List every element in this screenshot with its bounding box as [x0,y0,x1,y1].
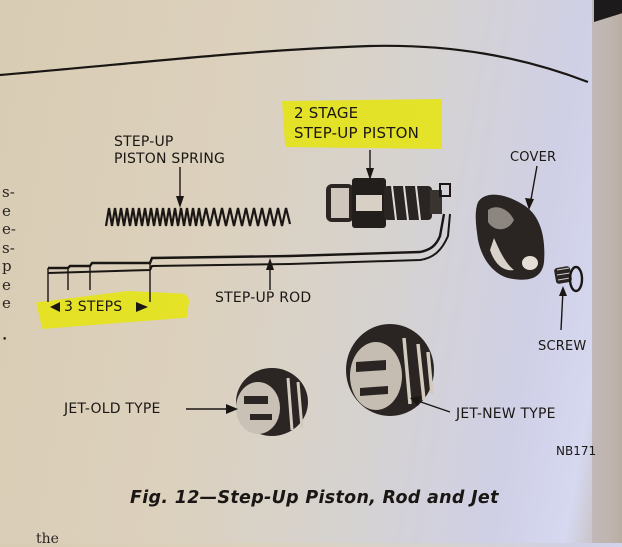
screw-icon [554,265,584,293]
text-fragment: e [2,294,11,312]
spring-icon [104,207,292,227]
jet-old-icon [236,368,308,436]
rod-icon [47,213,451,302]
figure-caption: Fig. 12—Step-Up Piston, Rod and Jet [130,488,499,508]
left-column-text: s- e e- s- p e e • [2,183,18,349]
text-fragment: s- [2,238,15,257]
label-cover: COVER [510,150,557,165]
cover-icon [475,194,545,280]
label-three-steps: 3 STEPS [64,299,123,315]
header-rule [0,44,589,84]
text-fragment: e- [2,220,16,238]
label-step-up-rod: STEP-UP ROD [215,290,312,306]
bottom-text-fragment: the [36,531,59,547]
page-edge [592,0,622,543]
piston-icon [326,178,451,228]
text-fragment: p [2,257,12,275]
label-line: STEP-UP PISTON [294,124,420,142]
text-fragment: e [2,275,11,294]
label-line: 2 STAGE [294,104,359,122]
highlight-stage-piston [282,99,442,149]
label-screw: SCREW [538,339,587,354]
text-fragment: e [2,201,11,220]
label-jet-old: JET-OLD TYPE [64,401,161,417]
text-fragment: s- [2,183,15,201]
figure-code: NB171 [556,444,597,458]
label-piston-spring: STEP-UP PISTON SPRING [114,134,225,168]
label-stage-piston: 2 STAGE STEP-UP PISTON [294,103,419,143]
label-line: STEP-UP [114,134,174,150]
jet-new-icon [346,324,434,416]
label-line: PISTON SPRING [114,151,226,167]
label-jet-new: JET-NEW TYPE [456,406,556,422]
text-fragment: • [2,334,8,345]
